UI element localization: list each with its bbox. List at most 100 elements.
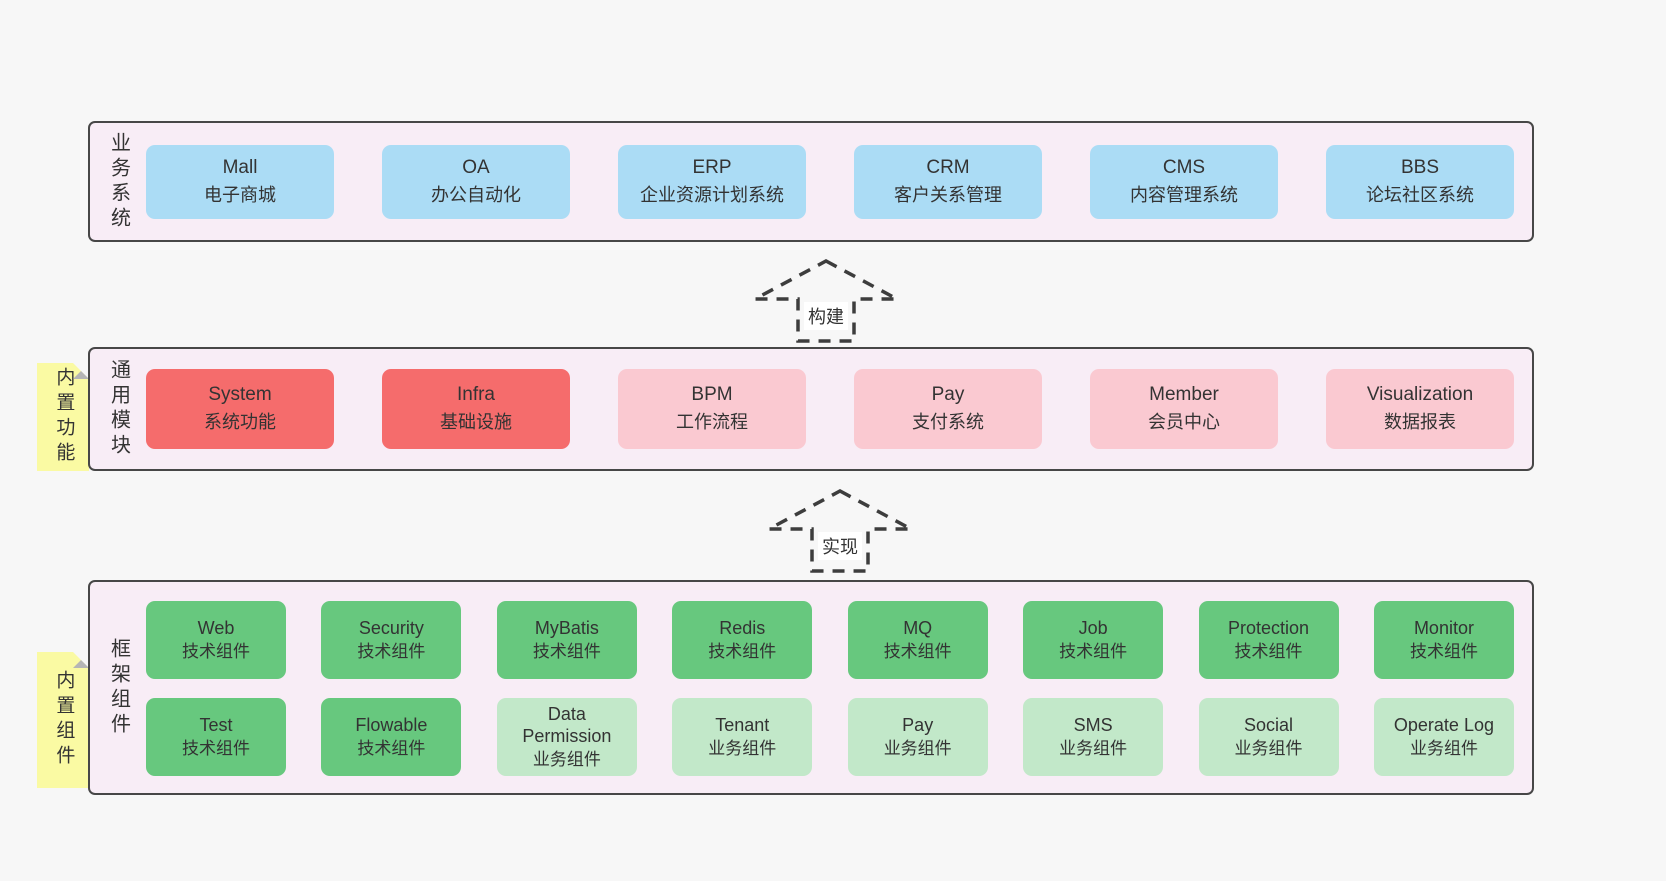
business-systems-row: Mall 电子商城 OA 办公自动化 ERP 企业资源计划系统 CRM 客户关系… xyxy=(146,123,1532,240)
up-arrow-dashed-icon xyxy=(754,259,898,343)
sticky-label: 内置组件 xyxy=(53,670,75,770)
box-subtitle: 电子商城 xyxy=(204,184,276,205)
box-tenant: Tenant 业务组件 xyxy=(672,698,813,776)
box-subtitle: 系统功能 xyxy=(204,412,276,433)
box-mybatis: MyBatis 技术组件 xyxy=(496,601,637,679)
box-title: Tenant xyxy=(715,714,770,735)
box-title: CMS xyxy=(1162,156,1206,178)
box-title: Flowable xyxy=(355,714,428,735)
box-subtitle: 会员中心 xyxy=(1148,412,1220,433)
box-title: Test xyxy=(199,714,233,735)
box-title: Pay xyxy=(931,384,965,406)
layer-common-modules: 通用模块 System 系统功能 Infra 基础设施 BPM 工作流程 Pay… xyxy=(88,347,1534,471)
box-title: Monitor xyxy=(1413,617,1474,638)
box-title: Mall xyxy=(222,156,258,178)
box-data-permission: Data Permission 业务组件 xyxy=(496,698,637,776)
box-infra: Infra 基础设施 xyxy=(382,369,570,449)
layer-business-systems: 业务系统 Mall 电子商城 OA 办公自动化 ERP 企业资源计划系统 CRM… xyxy=(88,121,1534,242)
box-subtitle: 支付系统 xyxy=(912,412,984,433)
box-title: Visualization xyxy=(1366,384,1474,406)
box-subtitle: 业务组件 xyxy=(708,738,777,758)
common-modules-row: System 系统功能 Infra 基础设施 BPM 工作流程 Pay 支付系统… xyxy=(146,349,1532,469)
box-subtitle: 技术组件 xyxy=(357,738,426,758)
box-security: Security 技术组件 xyxy=(321,601,462,679)
box-subtitle: 技术组件 xyxy=(1234,641,1303,661)
box-system: System 系统功能 xyxy=(146,369,334,449)
arrow-build-label: 构建 xyxy=(804,302,848,330)
box-subtitle: 论坛社区系统 xyxy=(1366,184,1474,205)
box-visualization: Visualization 数据报表 xyxy=(1326,369,1514,449)
framework-row-2: Test 技术组件 Flowable 技术组件 Data Permission … xyxy=(146,698,1514,776)
box-subtitle: 内容管理系统 xyxy=(1130,184,1238,205)
box-title: Redis xyxy=(719,617,766,638)
box-subtitle: 业务组件 xyxy=(883,738,952,758)
box-web: Web 技术组件 xyxy=(146,601,286,679)
box-title: SMS xyxy=(1073,714,1113,735)
box-social: Social 业务组件 xyxy=(1198,698,1339,776)
box-title: Pay xyxy=(902,714,934,735)
box-subtitle: 数据报表 xyxy=(1384,412,1456,433)
box-redis: Redis 技术组件 xyxy=(672,601,813,679)
box-title: Social xyxy=(1244,714,1294,735)
sticky-built-in-components: 内置组件 xyxy=(37,652,89,788)
box-title: System xyxy=(208,384,272,406)
box-member: Member 会员中心 xyxy=(1090,369,1278,449)
box-subtitle: 技术组件 xyxy=(883,641,952,661)
box-subtitle: 技术组件 xyxy=(357,641,426,661)
box-operate-log: Operate Log 业务组件 xyxy=(1373,698,1514,776)
sticky-label: 内置功能 xyxy=(53,367,75,467)
box-subtitle: 技术组件 xyxy=(1059,641,1128,661)
box-subtitle: 技术组件 xyxy=(1409,641,1478,661)
box-sms: SMS 业务组件 xyxy=(1023,698,1164,776)
box-test: Test 技术组件 xyxy=(146,698,286,776)
box-title: Security xyxy=(358,617,424,638)
arrow-implement: 实现 xyxy=(765,486,915,574)
arrow-build: 构建 xyxy=(751,256,901,344)
box-subtitle: 技术组件 xyxy=(182,738,250,758)
box-title: OA xyxy=(462,156,490,178)
box-title: BBS xyxy=(1400,156,1440,178)
box-title: MyBatis xyxy=(534,617,599,638)
box-erp: ERP 企业资源计划系统 xyxy=(618,144,806,219)
framework-row-1: Web 技术组件 Security 技术组件 MyBatis 技术组件 Redi… xyxy=(146,601,1514,679)
box-subtitle: 技术组件 xyxy=(182,641,250,661)
box-title: CRM xyxy=(926,156,970,178)
layer-label-business-systems: 业务系统 xyxy=(107,131,130,232)
box-subtitle: 基础设施 xyxy=(440,412,512,433)
box-mq: MQ 技术组件 xyxy=(847,601,988,679)
box-bbs: BBS 论坛社区系统 xyxy=(1326,144,1514,219)
box-protection: Protection 技术组件 xyxy=(1198,601,1339,679)
box-subtitle: 业务组件 xyxy=(1059,738,1128,758)
box-pay-module: Pay 支付系统 xyxy=(854,369,1042,449)
box-subtitle: 工作流程 xyxy=(676,412,748,433)
box-title: BPM xyxy=(691,384,733,406)
box-title: Job xyxy=(1078,617,1108,638)
box-subtitle: 业务组件 xyxy=(1409,738,1478,758)
box-pay-component: Pay 业务组件 xyxy=(847,698,988,776)
up-arrow-dashed-icon xyxy=(768,489,912,573)
layer-label-common-modules: 通用模块 xyxy=(107,359,130,459)
box-monitor: Monitor 技术组件 xyxy=(1373,601,1514,679)
box-cms: CMS 内容管理系统 xyxy=(1090,144,1278,219)
box-title: MQ xyxy=(903,617,933,638)
box-subtitle: 技术组件 xyxy=(532,641,601,661)
box-bpm: BPM 工作流程 xyxy=(618,369,806,449)
box-title: Member xyxy=(1149,384,1219,406)
box-flowable: Flowable 技术组件 xyxy=(321,698,462,776)
box-subtitle: 业务组件 xyxy=(532,749,601,769)
box-title: Data Permission xyxy=(522,703,612,746)
layer-framework-components: 框架组件 Web 技术组件 Security 技术组件 MyBatis 技术组件… xyxy=(88,580,1534,795)
box-crm: CRM 客户关系管理 xyxy=(854,144,1042,219)
box-subtitle: 客户关系管理 xyxy=(894,184,1002,205)
layer-label-framework-components: 框架组件 xyxy=(107,637,130,738)
framework-components-grid: Web 技术组件 Security 技术组件 MyBatis 技术组件 Redi… xyxy=(146,582,1532,793)
box-job: Job 技术组件 xyxy=(1023,601,1164,679)
sticky-built-in-features: 内置功能 xyxy=(37,363,89,471)
box-oa: OA 办公自动化 xyxy=(382,144,570,219)
arrow-implement-label: 实现 xyxy=(818,532,862,560)
box-mall: Mall 电子商城 xyxy=(146,144,334,219)
box-subtitle: 企业资源计划系统 xyxy=(640,184,784,205)
box-title: Operate Log xyxy=(1393,714,1494,735)
box-subtitle: 业务组件 xyxy=(1234,738,1303,758)
box-subtitle: 技术组件 xyxy=(708,641,777,661)
